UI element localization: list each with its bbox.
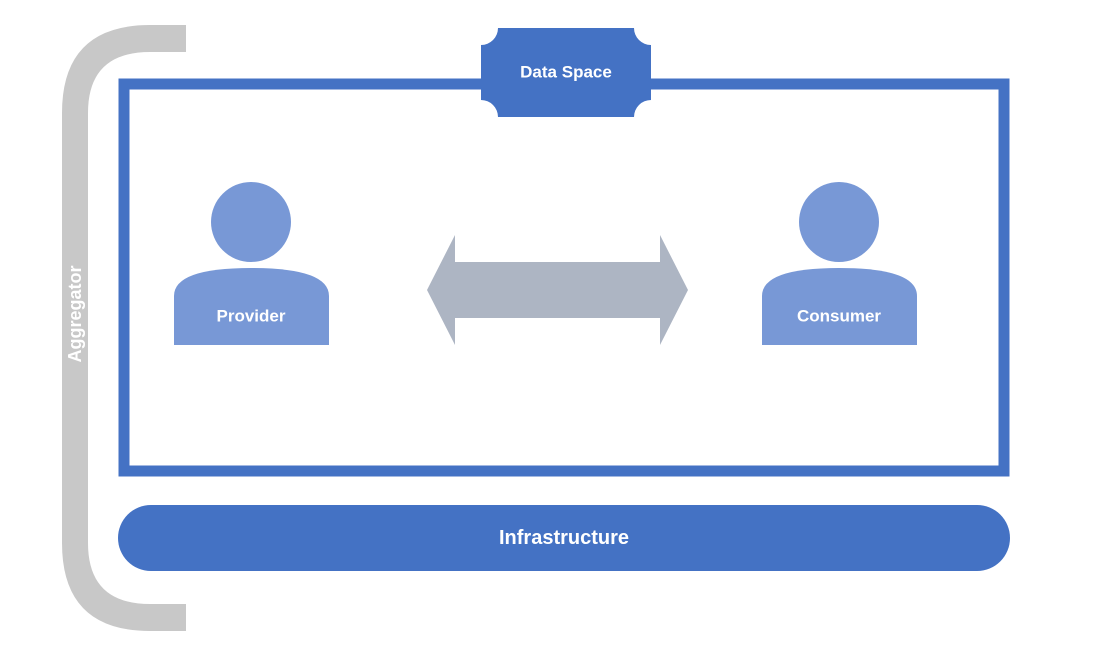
infrastructure-label: Infrastructure — [499, 527, 629, 549]
consumer-label: Consumer — [797, 307, 881, 326]
consumer-person-icon — [762, 182, 917, 345]
provider-person-icon — [174, 182, 329, 345]
provider-label: Provider — [217, 307, 286, 326]
aggregator-label: Aggregator — [65, 265, 85, 362]
double-arrow-icon — [427, 235, 688, 345]
infrastructure-bar — [118, 505, 1010, 571]
data-space-label-box — [481, 28, 651, 117]
data-space-label: Data Space — [520, 63, 612, 82]
aggregator-bracket — [62, 25, 186, 631]
